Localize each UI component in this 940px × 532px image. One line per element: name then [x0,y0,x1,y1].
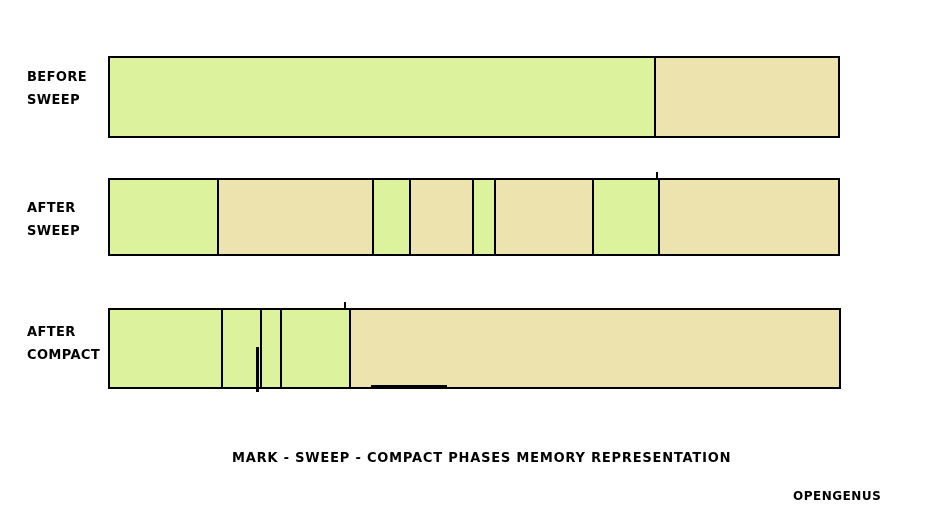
memory-segment-free [493,180,593,254]
memory-segment-live [472,180,494,254]
memory-segment-free [408,180,473,254]
memory-segment-live [110,58,654,136]
row-label-after-sweep: AFTER SWEEP [27,201,80,239]
hand-drawn-border-wobble [595,387,660,389]
row-label-before-sweep: BEFORE SWEEP [27,70,88,108]
memory-segment-live [221,310,260,387]
hand-drawn-border-wobble [371,385,447,388]
memory-segment-live [110,310,222,387]
memory-bar-after-compact [108,308,841,389]
memory-bar-after-sweep [108,178,840,256]
memory-segment-live [259,310,281,387]
memory-segment-free [658,180,839,254]
memory-segment-free [349,310,839,387]
memory-segment-free [653,58,838,136]
row-label-after-compact: AFTER COMPACT [27,325,101,363]
memory-segment-live [592,180,659,254]
hand-drawn-tick-mark [344,302,346,309]
hand-drawn-tick-mark [656,172,658,179]
diagram-title: MARK - SWEEP - COMPACT PHASES MEMORY REP… [232,451,732,466]
memory-segment-live [110,180,218,254]
memory-segment-live [372,180,409,254]
memory-bar-before-sweep [108,56,840,138]
memory-segment-live [280,310,350,387]
hand-drawn-divider-stroke [256,347,259,392]
memory-segment-free [217,180,373,254]
watermark-opengenus: OPENGENUS [793,489,882,503]
